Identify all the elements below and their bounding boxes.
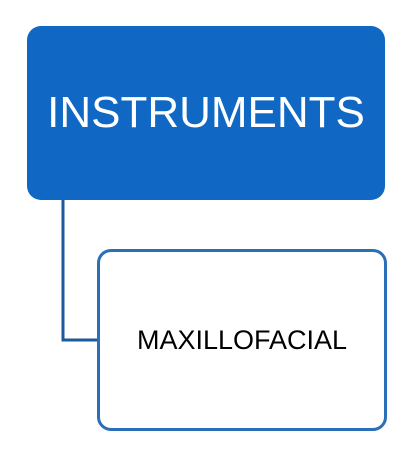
child-node-label: MAXILLOFACIAL [136,324,348,355]
child-node-maxillofacial[interactable]: MAXILLOFACIAL [97,249,387,431]
parent-node-label: INSTRUMENTS [47,88,365,137]
parent-node-instruments[interactable]: INSTRUMENTS [27,26,385,200]
connector-line [61,200,97,342]
